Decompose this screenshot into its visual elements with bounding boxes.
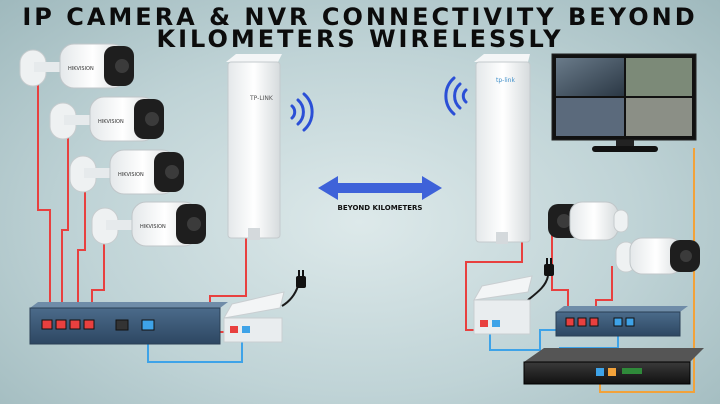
right-poe-injector <box>473 275 533 335</box>
power-plug-icon <box>296 270 306 288</box>
right-poe-switch <box>555 306 688 337</box>
switch-ports-poe <box>41 319 95 330</box>
left-poe-switch <box>29 302 228 345</box>
camera-6 <box>615 237 700 275</box>
right-cpe-antenna: tp-link <box>474 54 531 244</box>
title-line-2: KILOMETERS WIRELESSLY <box>156 25 564 53</box>
cpe-brand-text: tp-link <box>496 77 515 84</box>
power-plug-icon-right <box>544 258 554 276</box>
camera-brand-text: HIKVISION <box>118 172 144 178</box>
arrow-label: BEYOND KILOMETERS <box>338 204 423 212</box>
camera-5 <box>548 201 629 241</box>
camera-brand-text: HIKVISION <box>68 66 94 72</box>
left-cpe-antenna: TP-LINK <box>226 54 282 240</box>
title-line-1: IP CAMERA & NVR CONNECTIVITY BEYOND <box>22 3 698 31</box>
camera-1: HIKVISION <box>19 43 134 89</box>
beyond-kilometers-arrow: BEYOND KILOMETERS <box>318 176 442 212</box>
cctv-monitor <box>551 53 697 152</box>
cpe-brand-text: TP-LINK <box>249 95 274 102</box>
wifi-icon-left <box>290 92 314 132</box>
camera-brand-text: HIKVISION <box>98 119 124 125</box>
camera-brand-text: HIKVISION <box>140 224 166 230</box>
camera-3: HIKVISION <box>69 149 184 195</box>
camera-4: HIKVISION <box>91 201 206 247</box>
wifi-icon-right <box>444 76 468 116</box>
left-poe-injector <box>223 291 285 343</box>
nvr-recorder <box>523 348 704 385</box>
camera-2: HIKVISION <box>49 96 164 142</box>
